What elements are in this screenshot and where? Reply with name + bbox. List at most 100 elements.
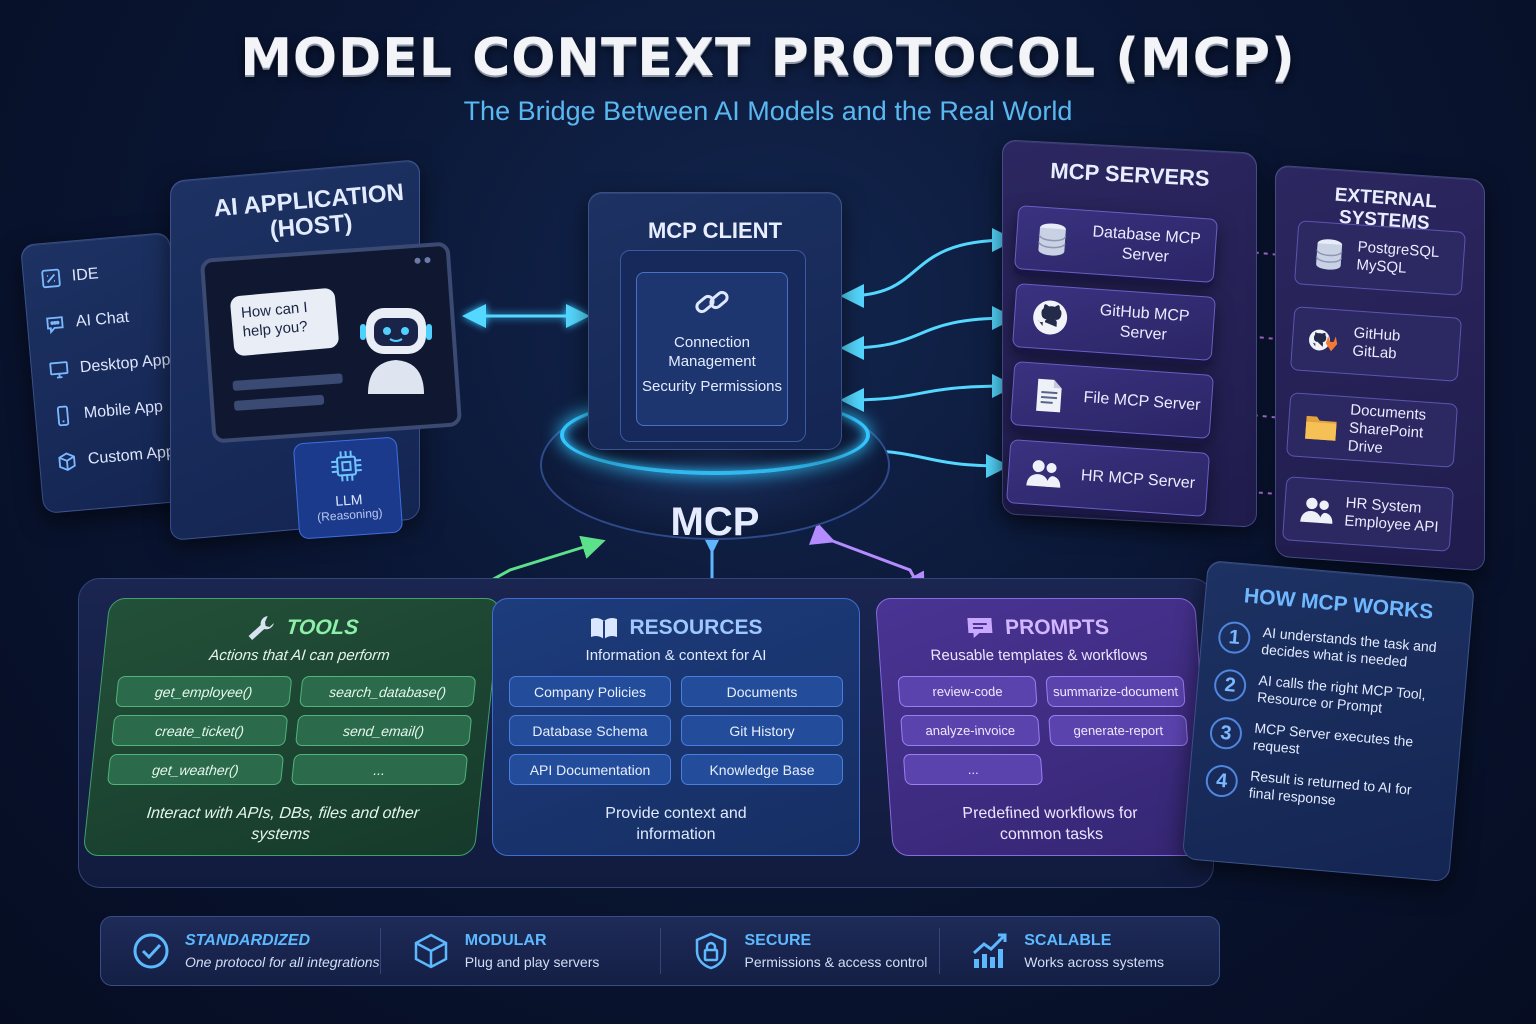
prompts-title-row: PROMPTS <box>893 613 1181 643</box>
step-item: 2 AI calls the right MCP Tool, Resource … <box>1212 668 1449 722</box>
prompt-chip[interactable]: generate-report <box>1048 715 1189 746</box>
resources-chip-grid: Company Policies Documents Database Sche… <box>509 676 843 785</box>
tools-title: TOOLS <box>285 616 360 639</box>
feature-subtitle: Plug and play servers <box>464 954 600 970</box>
robot-icon <box>360 308 432 394</box>
llm-reasoning-chip: LLM (Reasoning) <box>292 436 404 540</box>
people-icon <box>1300 497 1333 524</box>
sidebar-item-custom-app[interactable]: Custom App <box>38 428 189 487</box>
how-mcp-works-panel: HOW MCP WORKS 1 AI understands the task … <box>1181 560 1475 883</box>
step-number: 1 <box>1217 620 1252 655</box>
external-github-gitlab[interactable]: GitHub GitLab <box>1289 306 1463 382</box>
tool-chip[interactable]: create_ticket() <box>111 715 289 746</box>
github-icon <box>1033 300 1068 335</box>
security-permissions-label: Security Permissions <box>641 378 783 395</box>
mcp-client-core: Connection Management Security Permissio… <box>636 272 788 426</box>
resources-title: RESOURCES <box>629 616 763 639</box>
feature-title: SCALABLE <box>1024 932 1112 949</box>
feature-title: SECURE <box>744 932 812 949</box>
step-item: 4 Result is returned to AI for final res… <box>1204 763 1440 818</box>
code-icon <box>41 268 61 289</box>
tools-subtitle: Actions that AI can perform <box>208 647 391 664</box>
tool-chip[interactable]: ... <box>290 754 469 785</box>
tools-title-row: TOOLS <box>122 613 483 643</box>
phone-icon <box>56 405 70 427</box>
server-github[interactable]: GitHub MCP Server <box>1012 283 1216 361</box>
client-apps-sidebar: IDE AI Chat Desktop App Mobile App Custo… <box>20 231 193 514</box>
wrench-icon <box>248 616 274 640</box>
server-label: HR MCP Server <box>1080 467 1196 493</box>
tool-chip[interactable]: get_employee() <box>115 676 293 707</box>
sidebar-item-desktop-app[interactable]: Desktop App <box>30 337 181 396</box>
feature-subtitle: Works across systems <box>1024 954 1165 970</box>
feature-subtitle: Permissions & access control <box>744 954 928 970</box>
box-icon <box>414 933 447 969</box>
step-text: MCP Server executes the request <box>1252 719 1414 757</box>
step-number: 3 <box>1208 715 1244 751</box>
external-label: GitHub GitLab <box>1351 324 1401 363</box>
server-database[interactable]: Database MCP Server <box>1014 205 1218 283</box>
mcp-client-title: MCP CLIENT <box>647 218 783 243</box>
prompt-chip[interactable]: review-code <box>897 676 1038 707</box>
external-label: PostgreSQL MySQL <box>1355 238 1440 277</box>
prompts-footer: Predefined workflows for common tasks <box>961 805 1139 843</box>
connection-management-label: Connection Management <box>668 334 756 370</box>
feature-scalable: SCALABLE Works across systems <box>940 928 1219 974</box>
step-number: 2 <box>1212 668 1248 703</box>
tools-footer: Interact with APIs, DBs, files and other… <box>145 805 421 843</box>
sidebar-item-ai-chat[interactable]: AI Chat <box>26 291 177 350</box>
growth-chart-icon <box>973 933 1007 968</box>
tools-card: TOOLS Actions that AI can perform get_em… <box>82 598 502 856</box>
tool-chip[interactable]: search_database() <box>299 676 477 707</box>
people-icon <box>1026 460 1061 488</box>
tool-chip[interactable]: send_email() <box>295 715 473 746</box>
shield-lock-icon <box>695 932 726 970</box>
server-file[interactable]: File MCP Server <box>1010 361 1214 439</box>
sidebar-item-ide[interactable]: IDE <box>22 245 173 304</box>
external-database[interactable]: PostgreSQL MySQL <box>1293 220 1467 296</box>
chat-bubble: How can I help you? <box>229 287 340 357</box>
sidebar-item-label: IDE <box>71 265 100 285</box>
step-item: 1 AI understands the task and decides wh… <box>1217 620 1453 674</box>
link-chain-icon <box>695 290 729 314</box>
external-documents[interactable]: Documents SharePoint Drive <box>1285 392 1459 468</box>
file-icon <box>1036 378 1062 413</box>
page-title: MODEL CONTEXT PROTOCOL (MCP) <box>240 28 1296 88</box>
folder-icon <box>1305 415 1337 441</box>
external-hr-system[interactable]: HR System Employee API <box>1281 476 1455 552</box>
check-circle-icon <box>133 933 169 969</box>
step-item: 3 MCP Server executes the request <box>1208 715 1444 770</box>
prompt-chip[interactable]: summarize-document <box>1045 676 1186 707</box>
feature-subtitle: One protocol for all integrations <box>185 954 380 970</box>
resource-chip[interactable]: Git History <box>681 715 843 746</box>
server-hr[interactable]: HR MCP Server <box>1006 439 1210 517</box>
speech-bubble-icon <box>967 618 993 638</box>
resource-chip[interactable]: Database Schema <box>509 715 671 746</box>
resource-chip[interactable]: Documents <box>681 676 843 707</box>
step-number: 4 <box>1204 763 1240 799</box>
server-label: GitHub MCP Server <box>1099 302 1191 344</box>
sidebar-item-label: Desktop App <box>79 351 172 377</box>
github-gitlab-icon <box>1309 329 1338 352</box>
resource-chip[interactable]: Company Policies <box>509 676 671 707</box>
tool-chip[interactable]: get_weather() <box>106 754 285 785</box>
external-label: HR System Employee API <box>1343 494 1440 536</box>
prompt-chip[interactable]: analyze-invoice <box>900 715 1041 746</box>
step-text: AI calls the right MCP Tool, Resource or… <box>1256 671 1427 716</box>
database-icon <box>1315 239 1343 270</box>
prompt-chip[interactable]: ... <box>902 754 1044 785</box>
sidebar-item-label: Custom App <box>87 443 176 468</box>
resource-chip[interactable]: Knowledge Base <box>681 754 843 785</box>
resource-chip[interactable]: API Documentation <box>509 754 671 785</box>
external-label: Documents SharePoint Drive <box>1347 401 1427 457</box>
step-text: AI understands the task and decides what… <box>1260 624 1438 670</box>
sidebar-item-label: Mobile App <box>83 398 164 423</box>
resources-title-row: RESOURCES <box>509 613 843 643</box>
prompts-chip-grid: review-code summarize-document analyze-i… <box>897 676 1191 785</box>
page-subtitle: The Bridge Between AI Models and the Rea… <box>463 96 1073 126</box>
mcp-hub-label: MCP <box>670 500 760 544</box>
sidebar-item-mobile-app[interactable]: Mobile App <box>34 382 185 441</box>
